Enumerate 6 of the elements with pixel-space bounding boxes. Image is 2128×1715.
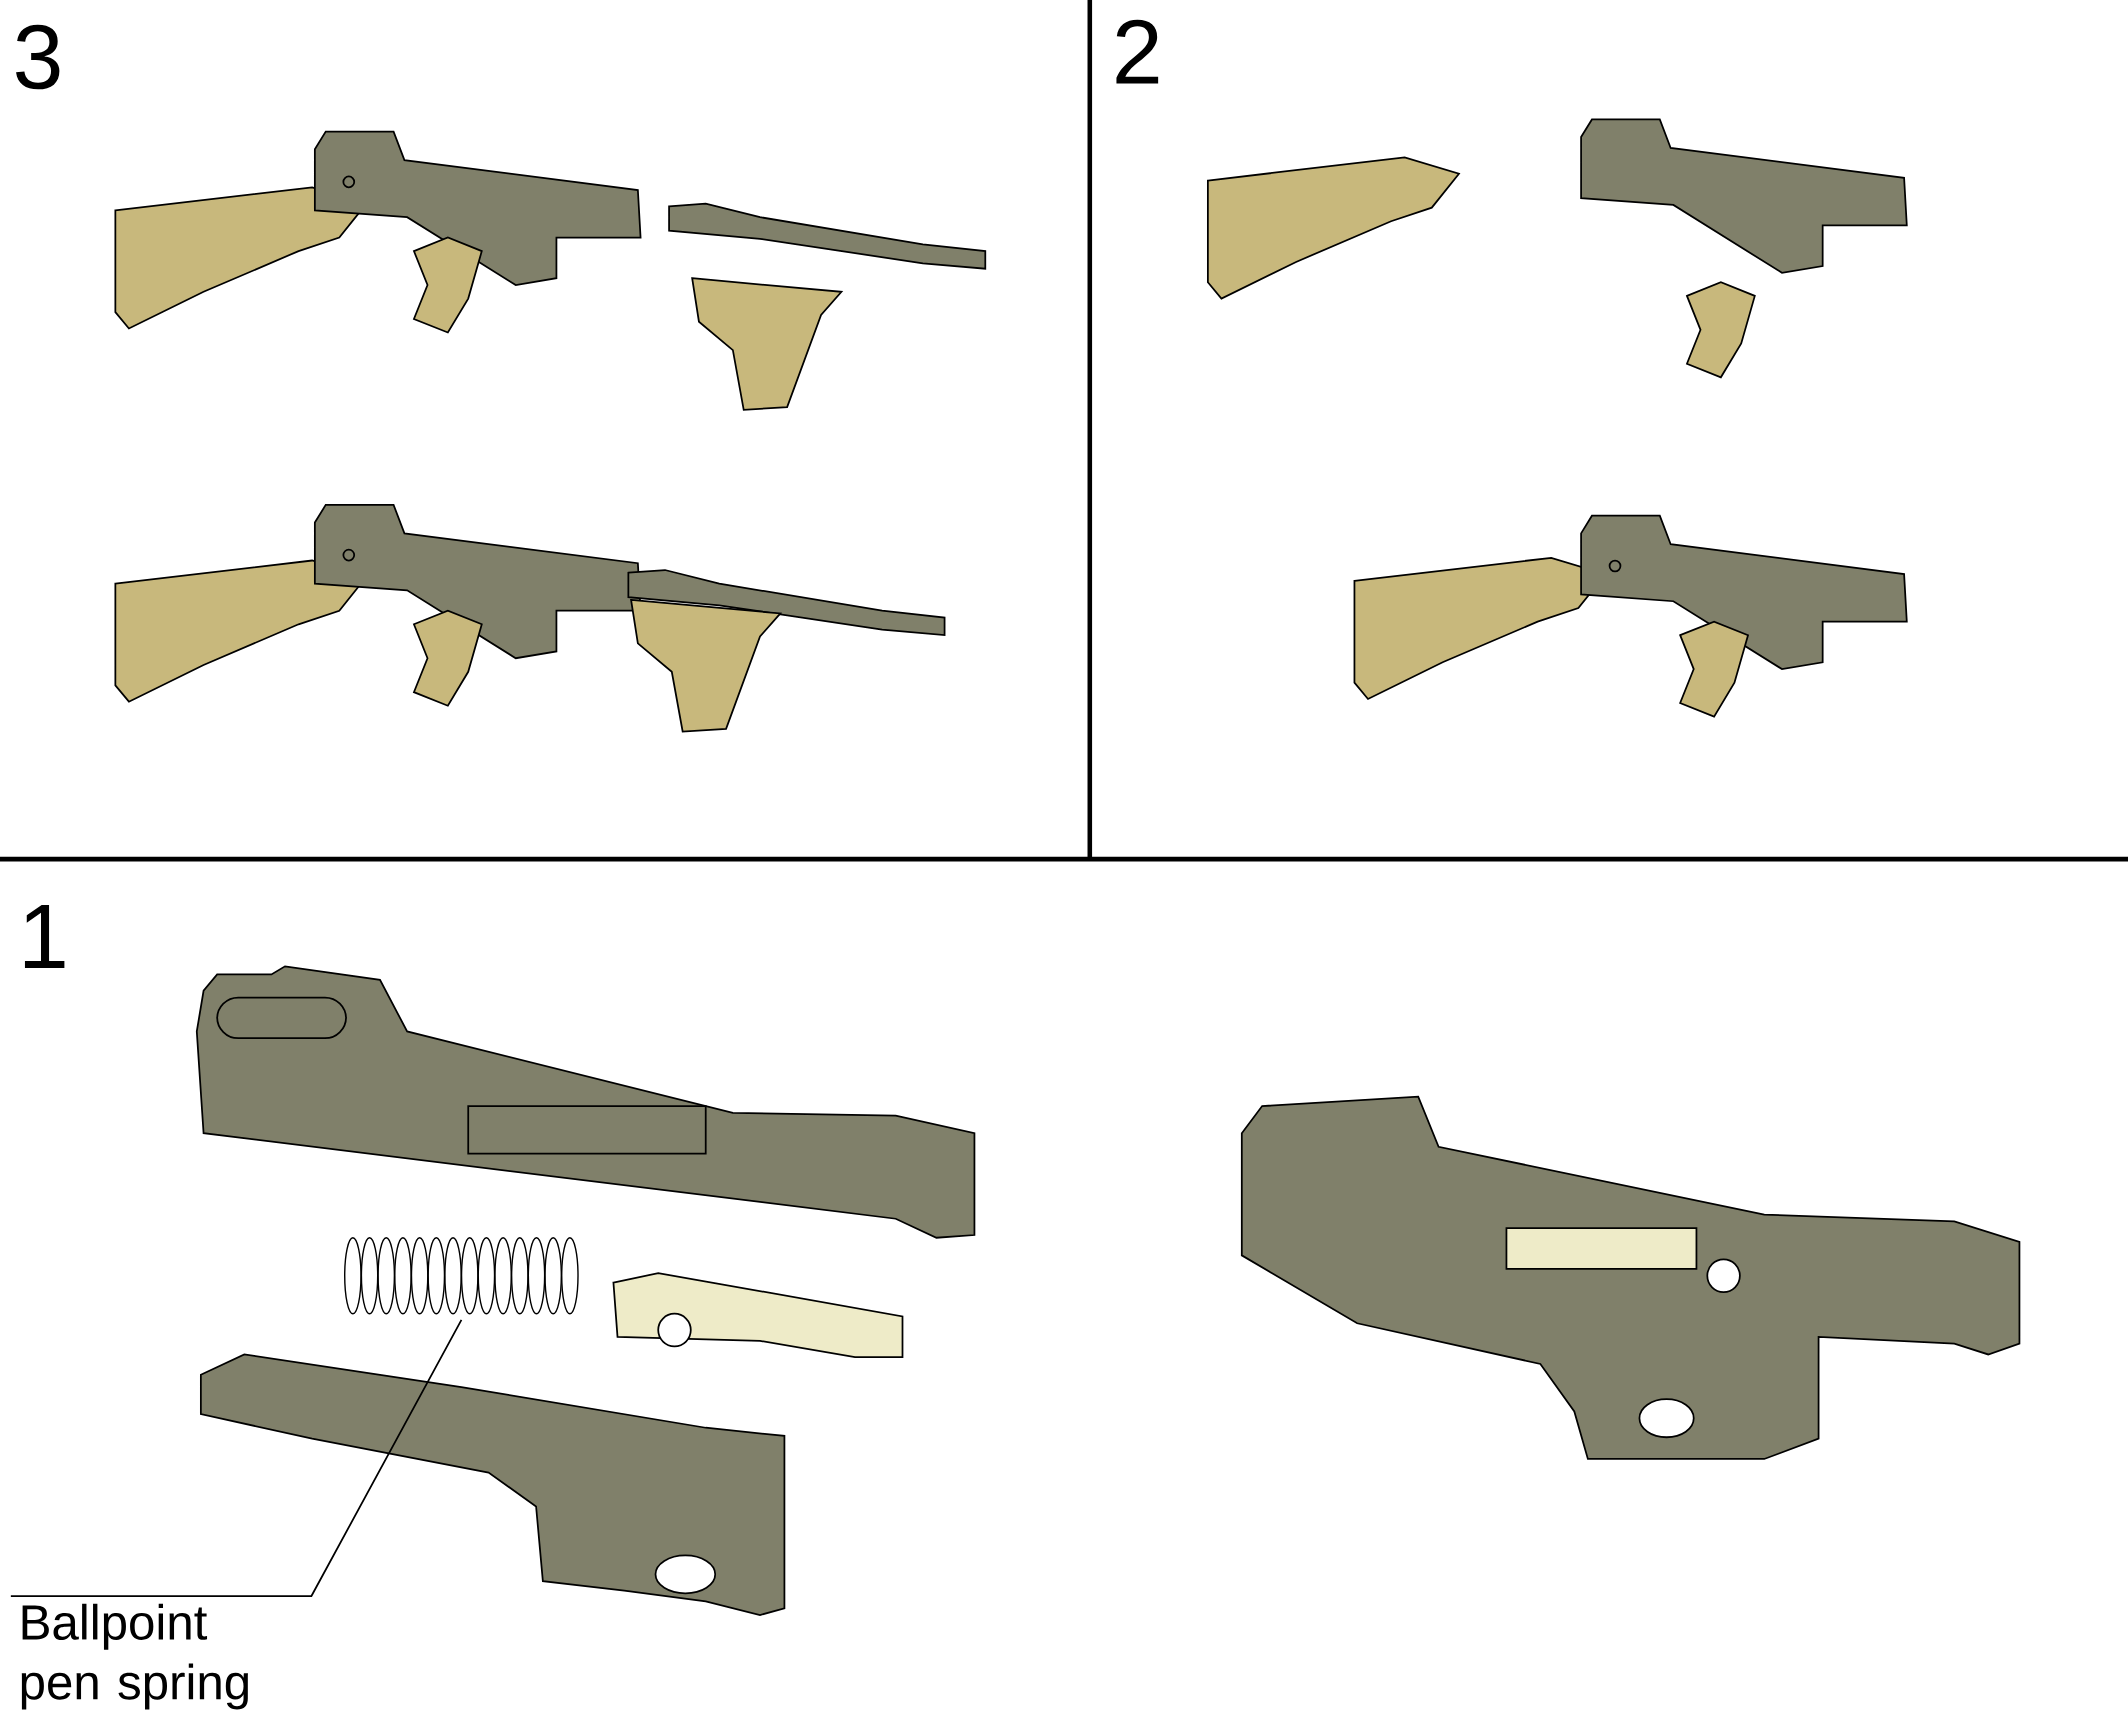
step-number: 3 [16, 24, 60, 90]
step-number: 1 [24, 904, 65, 968]
step-number: 2 [1116, 19, 1159, 84]
leader-line [9, 1318, 463, 1597]
callout-label: Ballpoint pen spring [21, 1603, 248, 1710]
spring-drawing [344, 1236, 579, 1315]
